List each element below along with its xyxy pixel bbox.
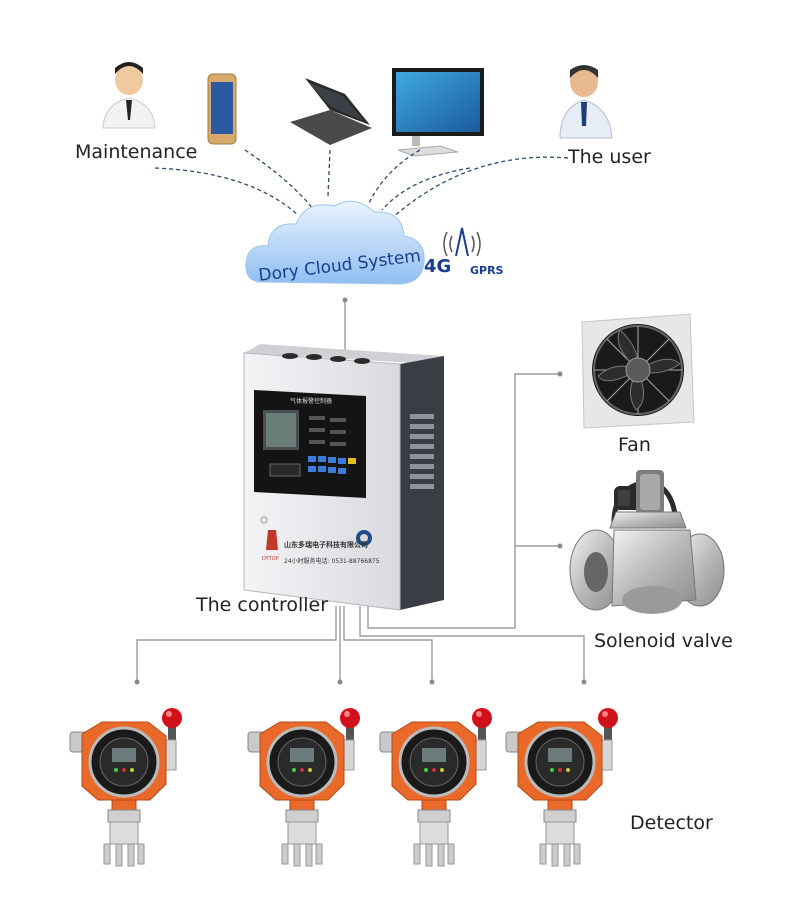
cloud-icon <box>245 200 425 285</box>
user-label: The user <box>568 146 651 168</box>
valve-icon <box>569 470 725 614</box>
controller-box <box>243 344 444 611</box>
maintenance-label: Maintenance <box>75 141 198 163</box>
detector-3 <box>378 706 494 868</box>
link-lines <box>136 300 585 682</box>
signal-tower-icon <box>443 227 481 257</box>
link-dots <box>134 297 587 685</box>
network-4g-label: 4G <box>424 256 452 277</box>
monitor-icon <box>392 68 484 157</box>
cloud-links <box>154 149 569 219</box>
laptop-icon <box>290 78 372 145</box>
fan-label: Fan <box>618 434 651 456</box>
company-name: 山东多瑞电子科技有限公司 <box>284 541 368 549</box>
service-hotline: 24小时服务电话: 0531-88766875 <box>284 558 380 565</box>
detector-4 <box>504 706 620 868</box>
panel-title: 气体报警控制器 <box>290 398 333 405</box>
person-icon <box>102 62 156 129</box>
phone-icon <box>207 73 237 145</box>
network-gprs-label: GPRS <box>470 264 504 277</box>
brand-logo: DYTOP <box>262 556 279 562</box>
controller-label: The controller <box>196 594 329 616</box>
detector-2 <box>246 706 362 868</box>
valve-label: Solenoid valve <box>594 630 733 652</box>
detector-label: Detector <box>630 812 713 834</box>
detector-1 <box>68 706 184 868</box>
fan-icon <box>581 313 695 429</box>
person-icon <box>559 65 613 139</box>
